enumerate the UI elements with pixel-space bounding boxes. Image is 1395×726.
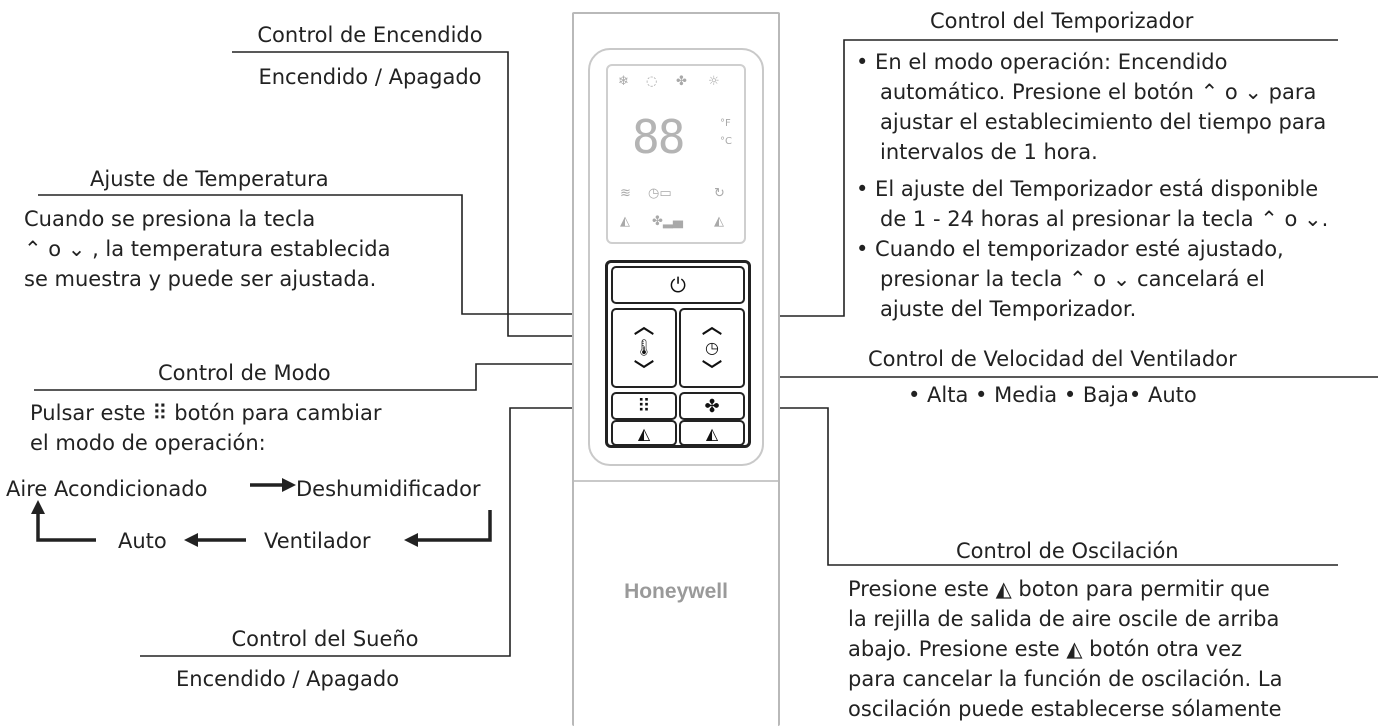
temperature-down-icon[interactable]: ﹀ [634,358,654,382]
mode-callout-line [34,363,612,391]
snowflake-icon: ❄ [618,74,629,89]
swing-line-2: la rejilla de salida de aire oscile de a… [848,607,1280,631]
timer-line-8: presionar la tecla ⌃ o ⌄ cancelará el [880,267,1265,291]
swing-button-icon: ◭ [705,423,719,443]
temperature-line-2: ⌃ o ⌄ , la temperatura establecida [24,237,391,261]
sleep-button-icon: ◭ [637,423,651,443]
mode-air-conditioner: Aire Acondicionado [6,477,208,501]
swing-line-1: Presione este ◭ boton para permitir que [848,577,1270,601]
button-panel: ⏻ ︿ 🌡 ﹀ ︿ ◷ ﹀ ⠿ ✤ ◭ ◭ [605,260,751,448]
swing-line-3: abajo. Presione este ◭ botón otra vez [848,637,1243,661]
timer-button[interactable]: ︿ ◷ ﹀ [679,308,745,388]
unit-f: °F [720,118,731,129]
dehumidify-icon: ◌ [646,74,658,89]
temperature-button[interactable]: ︿ 🌡 ﹀ [611,308,677,388]
thermometer-icon: 🌡 [633,338,655,357]
mode-dots-icon: ⠿ [637,395,651,417]
timer-line-3: ajustar el establecimiento del tiempo pa… [880,110,1327,134]
timer-down-icon[interactable]: ﹀ [702,358,722,382]
fan-speed-button[interactable]: ✤ [679,392,745,420]
timer-icon: ◷▭ [648,186,672,201]
timer-line-9: ajuste del Temporizador. [880,297,1137,321]
mode-auto: Auto [118,529,167,553]
mode-dehumidifier: Deshumidificador [296,477,481,501]
power-button[interactable]: ⏻ [611,266,745,304]
mode-line-2: el modo de operación: [30,431,266,455]
remote-upper-panel: ❄ ◌ ✤ ☼ 88 °F °C ≋ ◷▭ ↻ ◭ ✤▂▄ ◭ ⏻ ︿ 🌡 ﹀ … [588,48,764,466]
wifi-icon: ≋ [620,186,631,201]
mode-fan: Ventilador [264,529,371,553]
temperature-callout-line [38,194,612,315]
timer-line-4: intervalos de 1 hora. [880,140,1098,164]
unit-c: °C [720,136,732,147]
timer-title: Control del Temporizador [930,9,1194,33]
timer-line-5: • El ajuste del Temporizador está dispon… [856,177,1319,201]
swing-louver-icon: ◭ [714,214,724,229]
timer-line-6: de 1 - 24 horas al presionar la tecla ⌃ … [880,207,1329,231]
remote-divider [574,480,778,482]
swing-button[interactable]: ◭ [679,420,745,446]
timer-up-icon[interactable]: ︿ [702,314,722,338]
sleep-button[interactable]: ◭ [611,420,677,446]
timer-line-7: • Cuando el temporizador esté ajustado, [856,237,1284,261]
power-desc: Encendido / Apagado [258,65,482,89]
remote-control: ❄ ◌ ✤ ☼ 88 °F °C ≋ ◷▭ ↻ ◭ ✤▂▄ ◭ ⏻ ︿ 🌡 ﹀ … [572,12,780,726]
fan-button-icon: ✤ [704,395,720,417]
mode-cycle-arrows [31,478,492,547]
swing-icon: ↻ [714,186,725,201]
fan-speed-icon: ✤▂▄ [652,214,683,229]
fan-icon: ✤ [676,74,687,89]
mode-button[interactable]: ⠿ [611,392,677,420]
swing-line-5: oscilación puede establecerse sólamente [848,697,1282,721]
mode-title: Control de Modo [158,361,331,385]
timer-line-1: • En el modo operación: Encendido [856,50,1228,74]
power-icon: ⏻ [670,273,686,297]
temperature-up-icon[interactable]: ︿ [634,314,654,338]
mode-line-1: Pulsar este ⠿ botón para cambiar [30,401,382,425]
brand-logo: Honeywell [624,580,728,603]
sleep-title: Control del Sueño [231,627,419,651]
power-title: Control de Encendido [257,23,483,47]
sleep-icon: ◭ [620,214,630,229]
temperature-title: Ajuste de Temperatura [90,167,329,191]
sleep-callout-line [140,407,612,657]
sun-icon: ☼ [708,74,720,89]
lcd-display: ❄ ◌ ✤ ☼ 88 °F °C ≋ ◷▭ ↻ ◭ ✤▂▄ ◭ [606,64,746,244]
timer-line-2: automático. Presione el botón ⌃ o ⌄ para [880,80,1317,104]
fan-speed-desc: • Alta • Media • Baja• Auto [908,383,1197,407]
clock-icon: ◷ [705,338,719,357]
lcd-digits: 88 [632,110,685,164]
swing-callout-line [750,407,1338,566]
sleep-desc: Encendido / Apagado [176,667,400,691]
fan-speed-title: Control de Velocidad del Ventilador [868,347,1237,371]
swing-line-4: para cancelar la función de oscilación. … [848,667,1283,691]
temperature-line-1: Cuando se presiona la tecla [24,207,316,231]
temperature-line-3: se muestra y puede ser ajustada. [24,267,377,291]
power-callout-line [232,51,603,337]
timer-callout-line [747,39,1338,317]
swing-title: Control de Oscilación [956,539,1179,563]
